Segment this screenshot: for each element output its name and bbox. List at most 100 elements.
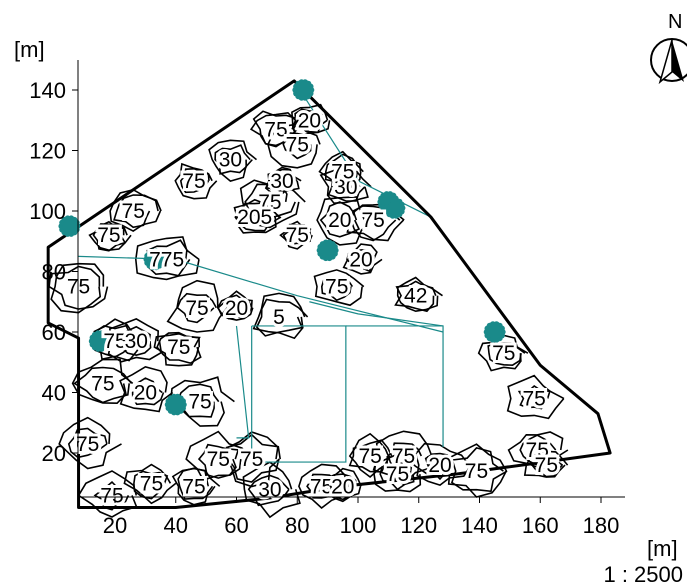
contour-line <box>487 342 526 367</box>
contour-line <box>255 298 309 337</box>
contour-line <box>71 358 134 405</box>
contour-line <box>396 276 443 313</box>
x-tick-label: 180 <box>583 513 620 538</box>
contour-label: 20 <box>225 297 248 320</box>
contour-line <box>346 249 376 273</box>
contour-label: 20 <box>328 209 351 232</box>
contour-label: 75 <box>76 433 99 456</box>
tree-crown <box>92 334 107 349</box>
contour-line <box>517 384 551 410</box>
contour-line <box>233 198 280 234</box>
north-arrow: N <box>650 11 687 85</box>
scale-label: 1 : 2500 <box>603 562 683 586</box>
x-tick-label: 40 <box>164 513 188 538</box>
contour-line <box>67 427 108 459</box>
contour-line <box>179 167 210 194</box>
wall-line <box>251 325 347 463</box>
contour-label: 75 <box>492 342 515 365</box>
y-tick-label: 80 <box>42 260 66 285</box>
contour-line <box>123 463 177 505</box>
wall-line <box>235 325 250 439</box>
contour-label: 75 <box>97 224 120 247</box>
contour-label: 75 <box>188 391 211 414</box>
contour-line <box>316 196 374 246</box>
contour-line <box>185 430 253 481</box>
contour-lines <box>48 103 569 519</box>
contour-label: 75 <box>386 463 409 486</box>
contour-label: 75 <box>286 224 309 247</box>
tree-icon <box>316 239 339 262</box>
contour-label: 75 <box>207 448 230 471</box>
contour-label: 75 <box>362 209 385 232</box>
site-boundary <box>46 79 612 509</box>
x-tick-label: 100 <box>340 513 377 538</box>
contour-label: 75 <box>182 475 205 498</box>
contour-label: 30 <box>270 170 293 193</box>
contour-line <box>119 325 152 357</box>
contour-line <box>174 162 218 200</box>
contour-label: 75 <box>167 336 190 359</box>
contour-label: 75 <box>331 161 354 184</box>
contour-label: 75 <box>465 460 488 483</box>
contour-line <box>133 470 169 500</box>
contour-label: 75 <box>100 484 123 507</box>
contour-line <box>282 223 312 246</box>
tree-icon <box>164 393 187 416</box>
contour-label: 30 <box>334 176 357 199</box>
contour-line <box>387 442 423 470</box>
contour-label: 75 <box>240 448 263 471</box>
contour-line <box>319 169 372 205</box>
compass-icon <box>650 38 687 85</box>
contour-line <box>252 292 306 340</box>
contour-line <box>282 132 312 160</box>
contour-label: 75 <box>182 170 205 193</box>
x-tick-label: 60 <box>224 513 248 538</box>
contour-line <box>242 461 301 519</box>
x-tick-label: 20 <box>103 513 127 538</box>
contour-line <box>93 481 130 511</box>
contour-line <box>424 452 453 481</box>
contour-label: 20 <box>331 475 354 498</box>
contour-label: 30 <box>258 478 281 501</box>
contour-line <box>156 331 202 365</box>
tree-icon <box>383 197 406 219</box>
contour-line <box>319 201 361 238</box>
contour-label: 20 <box>134 382 157 405</box>
contour-line <box>320 276 354 302</box>
contour-line <box>166 279 228 333</box>
x-tick-label: 140 <box>461 513 498 538</box>
contour-label: 75 <box>522 388 545 411</box>
contour-line <box>239 179 306 229</box>
contour-line <box>92 223 132 252</box>
y-tick-label: 20 <box>42 441 66 466</box>
contour-line <box>477 334 529 372</box>
contour-label: 75 <box>286 133 309 156</box>
contour-label: 75 <box>535 454 558 477</box>
contour-line <box>450 447 508 493</box>
contour-label: 20 <box>298 109 321 132</box>
wall-line <box>78 255 444 333</box>
contour-label: 75 <box>358 445 381 468</box>
contour-line <box>131 377 165 406</box>
tree-crown <box>387 200 402 215</box>
contour-line <box>394 280 437 313</box>
contour-label: 75 <box>310 475 333 498</box>
contour-label: 42 <box>404 285 427 308</box>
y-tick-label: 100 <box>29 199 66 224</box>
contour-line <box>214 144 251 175</box>
wall-line <box>293 80 432 218</box>
y-tick-label: 120 <box>29 139 66 164</box>
contour-line <box>372 430 433 486</box>
contour-label: 775 <box>149 248 184 271</box>
contour-line <box>507 431 569 470</box>
contour-label: 75 <box>140 472 163 495</box>
tree-crown <box>296 83 311 97</box>
contour-label: 5 <box>273 306 285 329</box>
y-tick-label: 60 <box>42 320 66 345</box>
tree-crown <box>147 252 162 267</box>
contour-label: 75 <box>185 297 208 320</box>
contour-label: 75 <box>67 276 90 299</box>
